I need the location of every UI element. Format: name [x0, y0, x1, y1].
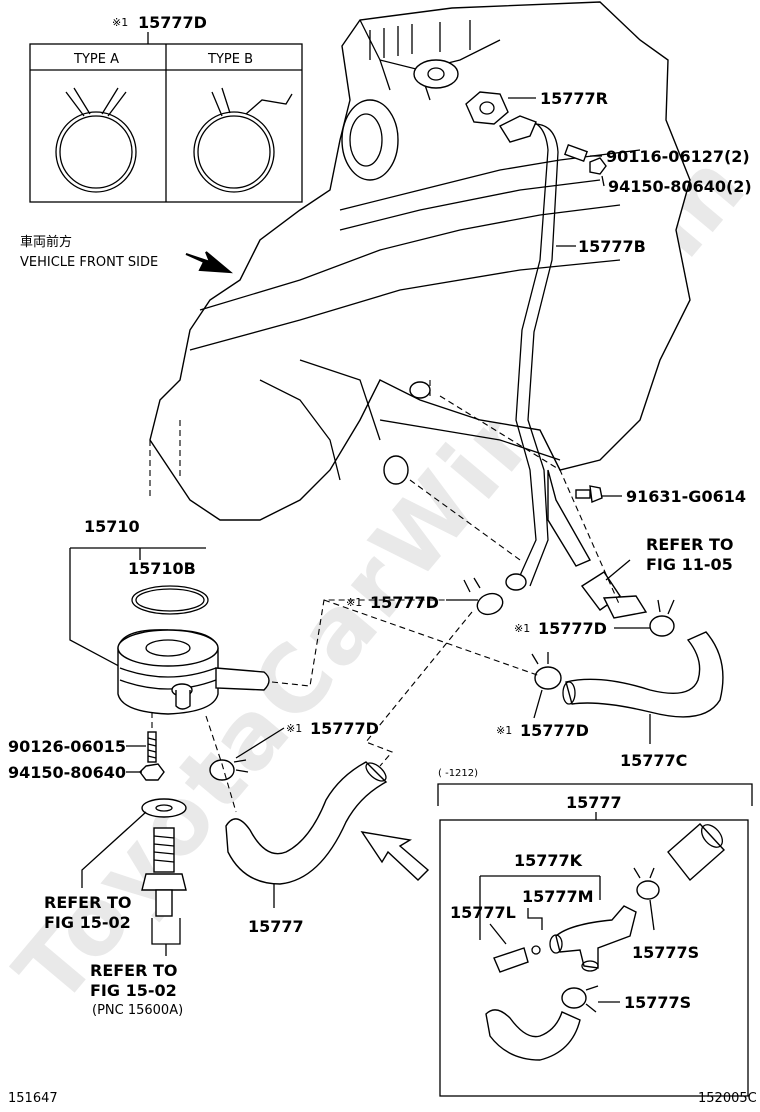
- callout-15777d-2: 15777D: [538, 619, 607, 638]
- assembly-title-15777: 15777: [566, 793, 622, 812]
- callout-15777b: 15777B: [578, 237, 646, 256]
- hose-u-bend-drawing: [485, 1009, 581, 1061]
- assembly-15777l: 15777L: [450, 903, 516, 922]
- footer-right-code: 152005C: [698, 1091, 757, 1106]
- callout-94150-80640-x2: 94150-80640(2): [608, 177, 752, 196]
- callout-15710: 15710: [84, 517, 140, 536]
- callout-refer-fig-15-02a-line1: REFER TO: [44, 893, 132, 912]
- bolt-91631-icon: [575, 485, 603, 503]
- vehicle-front-arrow-icon: [185, 251, 234, 274]
- callout-15777r: 15777R: [540, 89, 608, 108]
- clamp-15777s-upper-icon: [633, 867, 660, 900]
- clamp-type-inset: ※1 15777D TYPE A TYPE B: [29, 13, 303, 203]
- view-direction-arrow-icon: [360, 831, 430, 881]
- clamp-inset-prefix: ※1: [112, 16, 128, 29]
- callout-91631-g0614: 91631-G0614: [626, 487, 746, 506]
- nut-94150-icon: [589, 157, 607, 175]
- callout-pnc-15600a: (PNC 15600A): [92, 1003, 183, 1018]
- oil-cooler-15710-drawing: [117, 629, 270, 715]
- vehicle-front-indicator: 車両前方 VEHICLE FRONT SIDE: [20, 234, 234, 274]
- callout-90116-06127: 90116-06127(2): [606, 147, 750, 166]
- assembly-15777s-1: 15777S: [632, 943, 699, 962]
- vehicle-front-en: VEHICLE FRONT SIDE: [20, 255, 158, 270]
- clamp-type-b-label: TYPE B: [207, 52, 253, 67]
- vehicle-front-jp: 車両前方: [20, 234, 72, 250]
- gasket-15777r-icon: [465, 91, 509, 125]
- clamp-prefix-1: ※1: [346, 596, 362, 609]
- clamp-15777d-right-icon: [649, 599, 675, 637]
- callout-90126-06015: 90126-06015: [8, 737, 126, 756]
- callout-94150-80640: 94150-80640: [8, 763, 126, 782]
- clamp-type-a-icon: [55, 87, 137, 193]
- assembly-frame: [439, 819, 749, 1097]
- callout-refer-fig-11-05-line1: REFER TO: [646, 535, 734, 554]
- callout-15710b: 15710B: [128, 559, 196, 578]
- clamp-15777d-lower-icon: [209, 759, 249, 781]
- valve-15777l-icon: [493, 945, 541, 973]
- connector-fitting-icon: [580, 571, 648, 619]
- callout-15777c: 15777C: [620, 751, 687, 770]
- clamp-inset-title: 15777D: [138, 13, 207, 32]
- assembly-15777k: 15777K: [514, 851, 583, 870]
- hose-15777c-drawing: [562, 631, 724, 718]
- assembly-15777m: 15777M: [522, 887, 594, 906]
- callout-15777-main: 15777: [248, 917, 304, 936]
- nut-94150-single-icon: [139, 763, 165, 781]
- o-ring-15710b-icon: [131, 585, 209, 615]
- clamp-prefix-2: ※1: [514, 622, 530, 635]
- clamp-type-b-icon: [193, 87, 293, 193]
- engine-block-drawing: [149, 1, 691, 521]
- oil-pipe-15777b-drawing: [498, 115, 591, 591]
- clamp-prefix-3: ※1: [496, 724, 512, 737]
- assembly-range: ( -1212): [438, 768, 478, 779]
- callout-refer-fig-15-02b-line1: REFER TO: [90, 961, 178, 980]
- clamp-type-a-label: TYPE A: [73, 52, 119, 67]
- callout-refer-fig-11-05-line2: FIG 11-05: [646, 555, 733, 574]
- washer-icon: [141, 798, 187, 818]
- clamp-15777s-lower-icon: [561, 985, 599, 1013]
- tee-fitting-15777k-drawing: [549, 905, 637, 972]
- stud-bolt-90126-icon: [147, 731, 157, 763]
- callout-15777d-4: 15777D: [310, 719, 379, 738]
- callout-refer-fig-15-02b-line2: FIG 15-02: [90, 981, 177, 1000]
- callout-15777d-1: 15777D: [370, 593, 439, 612]
- callout-refer-fig-15-02a-line2: FIG 15-02: [44, 913, 131, 932]
- union-bolt-icon: [141, 827, 187, 917]
- hose-short-icon: [667, 823, 725, 882]
- hose-assembly-box: ( -1212) 15777 15777K 15777M 15777L 1: [437, 768, 753, 1097]
- clamp-prefix-4: ※1: [286, 722, 302, 735]
- routing-dashed-lines: [205, 395, 621, 813]
- clamp-15777d-upper-icon: [463, 577, 504, 616]
- assembly-15777s-2: 15777S: [624, 993, 691, 1012]
- callout-15777d-3: 15777D: [520, 721, 589, 740]
- clamp-15777d-mid-icon: [531, 652, 562, 690]
- footer-left-code: 151647: [8, 1091, 58, 1106]
- hose-15777-drawing: [225, 761, 388, 885]
- bolt-90116-icon: [563, 143, 589, 163]
